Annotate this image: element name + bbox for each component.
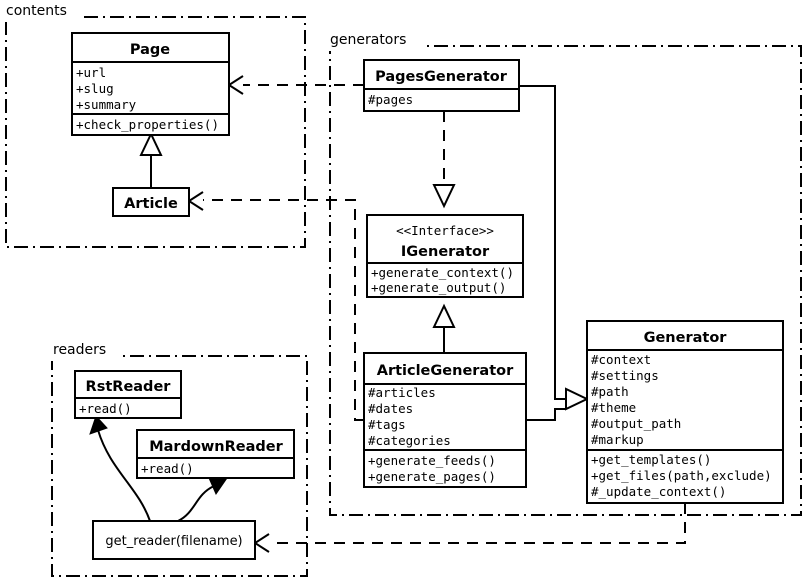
edge-get-reader-returns-mardownreader	[177, 477, 228, 522]
class-generator[interactable]: Generator #context #settings #path #them…	[586, 320, 784, 504]
edge-ag-article-line	[203, 199, 364, 421]
class-generator-method: +get_templates()	[591, 452, 711, 467]
function-get-reader-label: get_reader(filename)	[105, 534, 242, 549]
class-generator-attribute: #theme	[591, 400, 636, 415]
function-get-reader[interactable]: get_reader(filename)	[92, 520, 256, 560]
class-generator-attribute: #output_path	[591, 416, 681, 431]
function-get-reader-box[interactable]	[92, 520, 256, 560]
package-generators: generators	[328, 32, 802, 516]
class-generator-method: #_update_context()	[591, 484, 726, 499]
edge-pagesgenerator-depends-page	[227, 75, 364, 95]
class-pages-generator[interactable]: PagesGenerator #pages	[363, 59, 520, 112]
edge-getreader-rstreader-curve	[97, 429, 151, 522]
class-mardown-reader-name: MardownReader	[149, 439, 283, 455]
generalization-triangle-page	[139, 131, 163, 156]
edge-article-inherits-page	[139, 131, 163, 188]
class-generator-name: Generator	[644, 330, 728, 346]
class-generator-attribute: #path	[591, 384, 629, 399]
class-pages-generator-name: PagesGenerator	[375, 69, 508, 85]
class-rst-reader-box[interactable]	[74, 370, 182, 419]
class-page-name: Page	[130, 42, 170, 58]
class-rst-reader-method: +read()	[79, 401, 132, 416]
class-generator-box[interactable]	[586, 320, 784, 504]
class-article-generator-method: +generate_pages()	[368, 469, 496, 484]
edge-pagesgenerator-realizes-igenerator	[432, 111, 456, 209]
generalization-triangle-generator-a	[565, 387, 590, 411]
edge-articlegenerator-depends-article	[187, 191, 364, 421]
class-igenerator-method: +generate_context()	[371, 265, 514, 280]
edge-articlegenerator-inherits-generator	[526, 408, 566, 421]
generalization-triangle-igenerator-bottom	[432, 303, 456, 328]
class-article-generator-box[interactable]	[363, 352, 527, 488]
class-page-attribute: +summary	[76, 97, 137, 112]
class-rst-reader-name: RstReader	[86, 379, 172, 395]
class-article-generator-attribute: #categories	[368, 433, 451, 448]
class-article-generator-attribute: #dates	[368, 401, 413, 416]
class-igenerator-stereotype: <<Interface>>	[396, 223, 494, 238]
class-igenerator-box[interactable]	[366, 214, 524, 298]
package-generators-label-bg	[328, 35, 424, 51]
package-readers-label-bg	[50, 345, 122, 361]
class-generator-attribute: #settings	[591, 368, 659, 383]
package-readers-border	[51, 355, 308, 577]
class-generator-attribute: #context	[591, 352, 651, 367]
package-contents-border	[5, 16, 306, 248]
class-page-method: +check_properties()	[76, 117, 219, 132]
package-generators-label: generators	[330, 32, 406, 48]
edge-generator-depends-get-reader	[253, 503, 686, 553]
edge-pagesgenerator-inherits-generator	[519, 85, 590, 411]
class-igenerator-name: IGenerator	[401, 244, 490, 260]
class-article-generator-name: ArticleGenerator	[377, 363, 514, 379]
realization-triangle-igenerator-top	[432, 184, 456, 209]
class-article-generator-attribute: #articles	[368, 385, 436, 400]
class-article-generator-attribute: #tags	[368, 417, 406, 432]
package-generators-border	[329, 45, 802, 516]
class-generator-method: +get_files(path,exclude)	[591, 468, 772, 483]
class-mardown-reader[interactable]: MardownReader +read()	[136, 429, 295, 479]
class-article-box[interactable]	[112, 187, 190, 217]
class-page-box[interactable]	[71, 32, 230, 136]
class-rst-reader[interactable]: RstReader +read()	[74, 370, 182, 419]
package-contents-label-bg	[4, 6, 84, 22]
class-igenerator-method: +generate_output()	[371, 280, 506, 295]
class-page-attribute: +slug	[76, 81, 114, 96]
edge-ag-gen-line	[526, 408, 566, 421]
class-article-generator[interactable]: ArticleGenerator #articles #dates #tags …	[363, 352, 527, 488]
dependency-arrowhead-article	[187, 191, 204, 211]
package-readers: readers	[50, 342, 308, 577]
arrowhead-mardownreader	[208, 477, 228, 496]
class-mardown-reader-box[interactable]	[136, 429, 295, 479]
package-contents: contents	[4, 3, 306, 248]
class-article-generator-method: +generate_feeds()	[368, 453, 496, 468]
class-article-name: Article	[124, 196, 178, 212]
class-igenerator[interactable]: <<Interface>> IGenerator +generate_conte…	[366, 214, 524, 298]
edge-getreader-mardownreader-curve	[177, 485, 215, 522]
edge-gen-getreader-line	[269, 503, 686, 544]
edge-articlegenerator-realizes-igenerator	[432, 303, 456, 353]
class-page[interactable]: Page +url +slug +summary +check_properti…	[71, 32, 230, 136]
class-generator-attribute: #markup	[591, 432, 644, 447]
class-pages-generator-box[interactable]	[363, 59, 520, 112]
dependency-arrowhead-page	[227, 75, 244, 95]
edge-pg-gen-line	[519, 85, 566, 400]
class-page-attribute: +url	[76, 65, 106, 80]
package-readers-label: readers	[53, 342, 106, 358]
edge-get-reader-returns-rstreader	[89, 415, 151, 522]
dependency-arrowhead-get-reader	[253, 533, 270, 553]
class-mardown-reader-method: +read()	[141, 461, 194, 476]
class-article[interactable]: Article	[112, 187, 190, 217]
package-contents-label: contents	[6, 3, 67, 19]
arrowhead-rstreader	[89, 415, 108, 435]
class-pages-generator-attribute: #pages	[368, 92, 413, 107]
